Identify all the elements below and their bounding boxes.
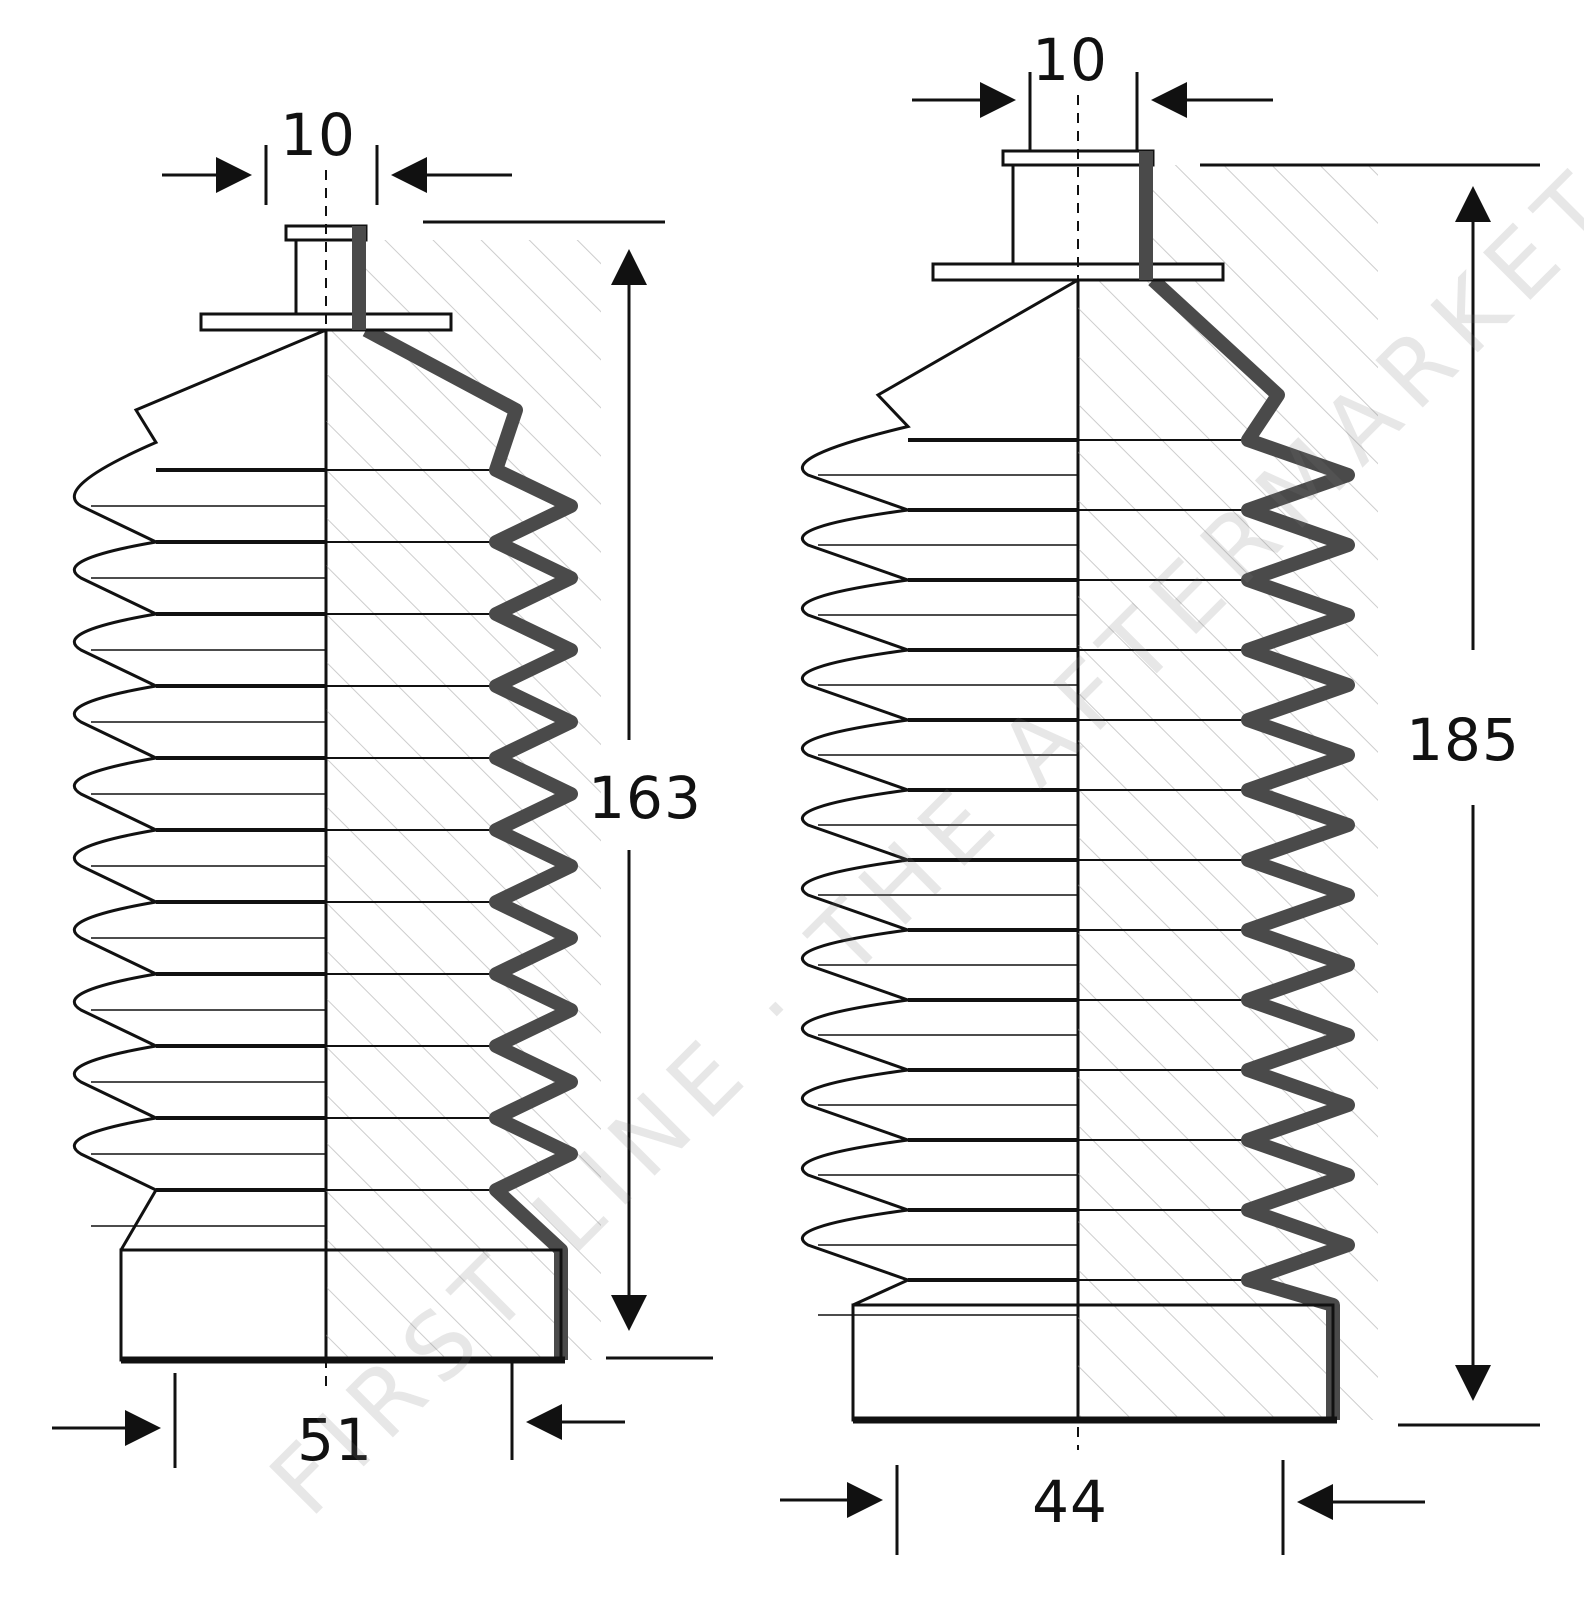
section-wall bbox=[1148, 274, 1355, 1420]
boot-outline-left-half bbox=[801, 277, 1080, 1422]
left-bellows-boot bbox=[72, 170, 601, 1390]
right-bellows-boot bbox=[801, 95, 1378, 1450]
dimension-lines bbox=[52, 72, 1540, 1555]
boot-outline-left-half bbox=[72, 327, 328, 1362]
cap-section bbox=[352, 226, 366, 330]
right-bottom-width-label: 44 bbox=[1032, 1468, 1108, 1536]
cap-neck bbox=[1011, 163, 1145, 266]
right-top-width-label: 10 bbox=[1032, 26, 1108, 94]
left-top-width-label: 10 bbox=[280, 101, 356, 169]
right-height-label: 185 bbox=[1406, 706, 1520, 774]
cap-section bbox=[1139, 151, 1153, 280]
left-height-label: 163 bbox=[588, 764, 702, 832]
section-wall bbox=[362, 323, 578, 1360]
left-bottom-width-label: 51 bbox=[297, 1406, 373, 1474]
